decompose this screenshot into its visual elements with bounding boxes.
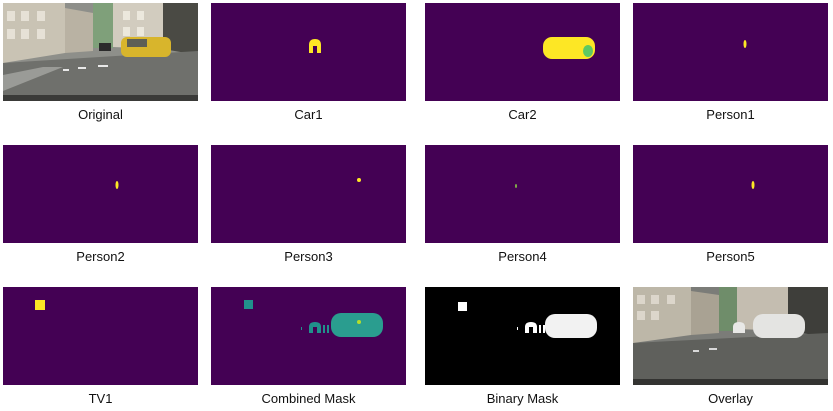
- caption-car1: Car1: [294, 107, 323, 122]
- caption-overlay: Overlay: [708, 391, 753, 406]
- caption-tv1: TV1: [88, 391, 113, 406]
- combined-mask: [211, 287, 406, 385]
- person5-mask: [633, 145, 828, 243]
- caption-person5: Person5: [706, 249, 755, 264]
- person1-mask: [633, 3, 828, 101]
- caption-person2: Person2: [76, 249, 125, 264]
- person3-blob: [357, 178, 361, 182]
- caption-person4: Person4: [498, 249, 547, 264]
- person4-mask: [425, 145, 620, 243]
- binary-car2-blob: [545, 314, 597, 338]
- car2-blob: [543, 37, 595, 59]
- person2-blob: [115, 181, 119, 189]
- person2-mask: [3, 145, 198, 243]
- caption-person1: Person1: [706, 107, 755, 122]
- original-image: [3, 3, 198, 101]
- person4-blob: [515, 184, 517, 188]
- binary-tv-blob: [458, 302, 467, 311]
- combined-car2-blob: [331, 313, 383, 337]
- mask-background: [211, 3, 406, 101]
- overlay-car2-blob: [753, 314, 805, 338]
- caption-car2: Car2: [508, 107, 537, 122]
- combined-tv-blob: [244, 300, 253, 309]
- caption-original: Original: [78, 107, 123, 122]
- car1-mask: [211, 3, 406, 101]
- car2-mask: [425, 3, 620, 101]
- person1-blob: [743, 40, 747, 48]
- person3-mask: [211, 145, 406, 243]
- tv1-mask: [3, 287, 198, 385]
- caption-binary: Binary Mask: [486, 391, 559, 406]
- binary-mask: [425, 287, 620, 385]
- overlay-image: [633, 287, 828, 385]
- caption-combined: Combined Mask: [261, 391, 356, 406]
- person5-blob: [751, 181, 755, 189]
- overlay-car1-blob: [733, 322, 745, 333]
- tv1-blob: [35, 300, 45, 310]
- caption-person3: Person3: [284, 249, 333, 264]
- street-scene: [3, 3, 198, 101]
